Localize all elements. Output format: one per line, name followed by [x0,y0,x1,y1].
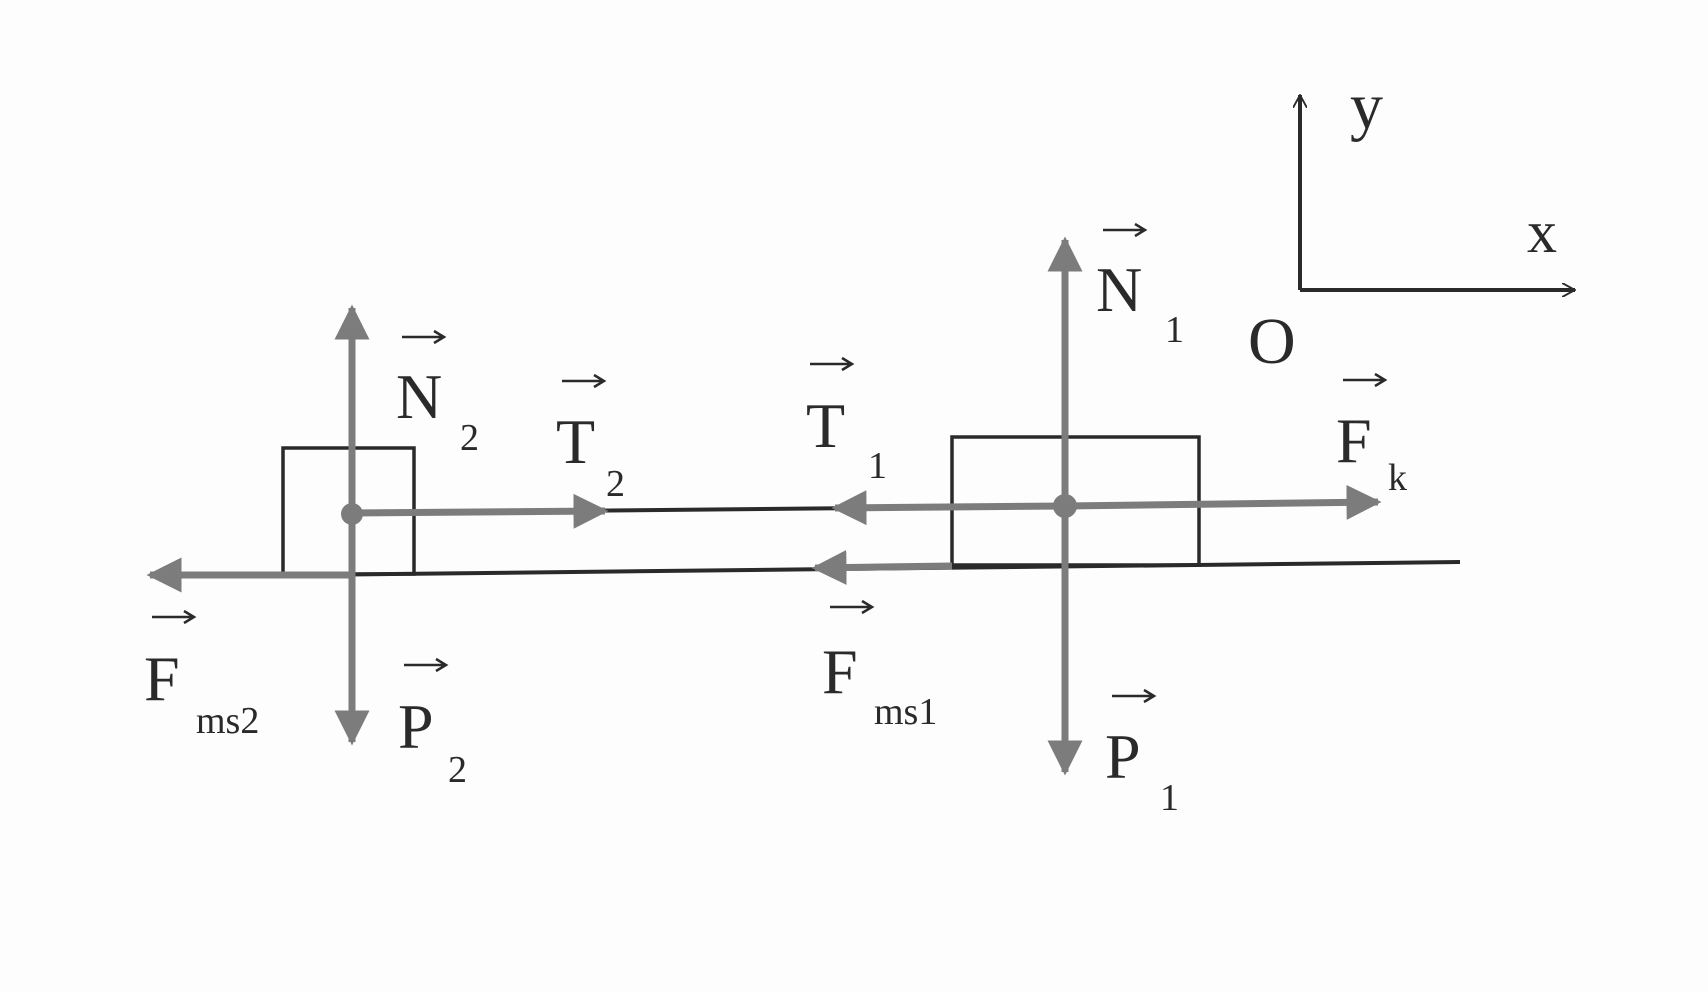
label-p1: P 1 [1105,688,1179,819]
label-t1: T 1 [806,356,887,487]
arrow-t2 [351,493,609,529]
label-t2: T 2 [556,373,625,505]
y-axis-label: y [1350,70,1383,143]
label-p2-main: P [398,691,434,762]
label-t2-sub: 2 [606,463,625,505]
label-fms2-main: F [144,643,180,714]
label-p2-sub: 2 [448,749,467,791]
vector-mark-p2 [404,657,449,673]
point-block-1 [1053,494,1077,518]
label-n1-main: N [1096,254,1142,325]
point-block-2 [341,503,363,525]
label-fk: F k [1336,372,1407,499]
label-fms1-sub: ms1 [874,691,937,733]
label-n2-main: N [396,361,442,432]
arrow-fk [1064,484,1382,520]
label-n2: N 2 [396,329,479,459]
arrow-t1 [831,490,1066,526]
vector-mark-fms1 [830,599,875,615]
label-t1-sub: 1 [868,445,887,487]
coordinate-system: y x O [1248,70,1575,378]
vector-mark-p1 [1112,688,1157,704]
label-n2-sub: 2 [460,417,479,459]
label-t2-main: T [556,406,595,477]
origin-label: O [1248,305,1296,378]
label-fms2-sub: ms2 [196,700,259,742]
label-p1-sub: 1 [1160,777,1179,819]
vector-mark-n2 [402,329,447,345]
vector-mark-t1 [810,356,855,372]
x-axis-label: x [1527,199,1557,265]
label-fms1-main: F [822,636,858,707]
forces-block-2 [146,304,609,746]
label-p1-main: P [1105,721,1141,792]
label-fms1: F ms1 [822,599,937,733]
vector-mark-t2 [562,373,607,389]
label-t1-main: T [806,390,845,461]
forces-block-1 [811,236,1382,776]
vector-mark-fk [1343,372,1388,388]
arrow-fms1 [811,550,953,586]
label-n1: N 1 [1096,222,1184,351]
label-n1-sub: 1 [1165,309,1184,351]
vector-mark-fms2 [152,609,197,625]
label-p2: P 2 [398,657,467,791]
label-fms2: F ms2 [144,609,259,742]
label-fk-main: F [1336,405,1372,476]
vector-mark-n1 [1103,222,1148,238]
label-fk-sub: k [1388,457,1407,499]
